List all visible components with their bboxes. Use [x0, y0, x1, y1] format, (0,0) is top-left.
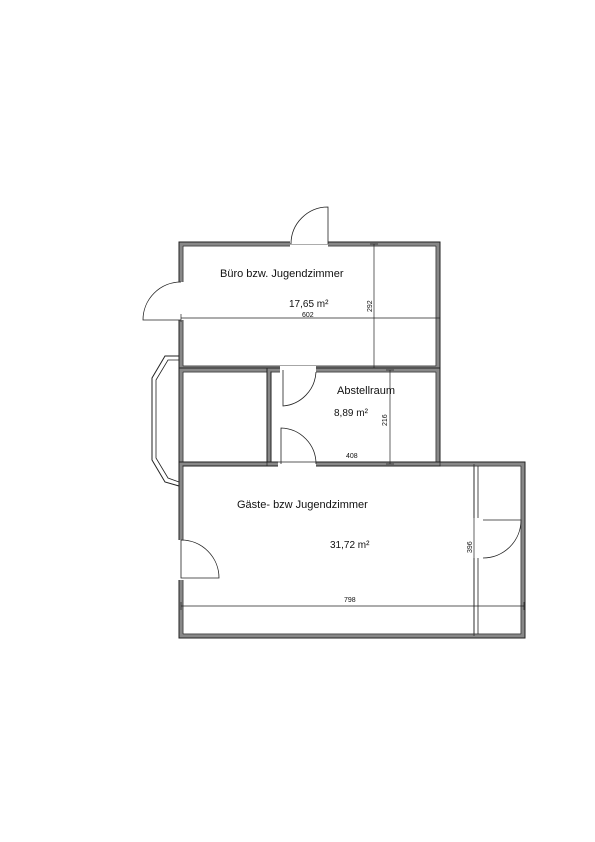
room-name-buero: Büro bzw. Jugendzimmer: [220, 268, 344, 280]
room-name-gaeste: Gäste- bzw Jugendzimmer: [237, 499, 368, 511]
door-gaeste-west: [177, 539, 220, 580]
dim-abstell-width-line: [266, 446, 441, 466]
room-area-abstellraum: 8,89 m²: [334, 408, 369, 419]
dim-buero-depth: 292: [367, 300, 374, 312]
room-area-gaeste: 31,72 m²: [330, 540, 370, 551]
dim-abstell-depth-line: [386, 369, 394, 465]
dim-gaeste-width: 798: [344, 597, 356, 604]
dim-abstell-depth: 216: [382, 414, 389, 426]
dim-abstell-width: 408: [346, 453, 358, 460]
door-gaeste-east: [470, 518, 522, 559]
dim-gaeste-width-line: [180, 602, 525, 610]
door-buero-west: [142, 281, 185, 321]
door-abstell-north: [280, 366, 317, 407]
dim-buero-depth-line: [370, 243, 378, 369]
bay-window: [151, 355, 180, 487]
dim-buero-width: 602: [302, 312, 314, 319]
room-area-buero: 17,65 m²: [289, 299, 329, 310]
dim-gaeste-depth: 396: [467, 541, 474, 553]
door-abstell-south: [278, 427, 317, 468]
door-buero-north: [290, 206, 329, 248]
room-name-abstellraum: Abstellraum: [337, 385, 395, 397]
wall-west-room: [178, 367, 272, 467]
dim-buero-width-line: [180, 314, 441, 322]
